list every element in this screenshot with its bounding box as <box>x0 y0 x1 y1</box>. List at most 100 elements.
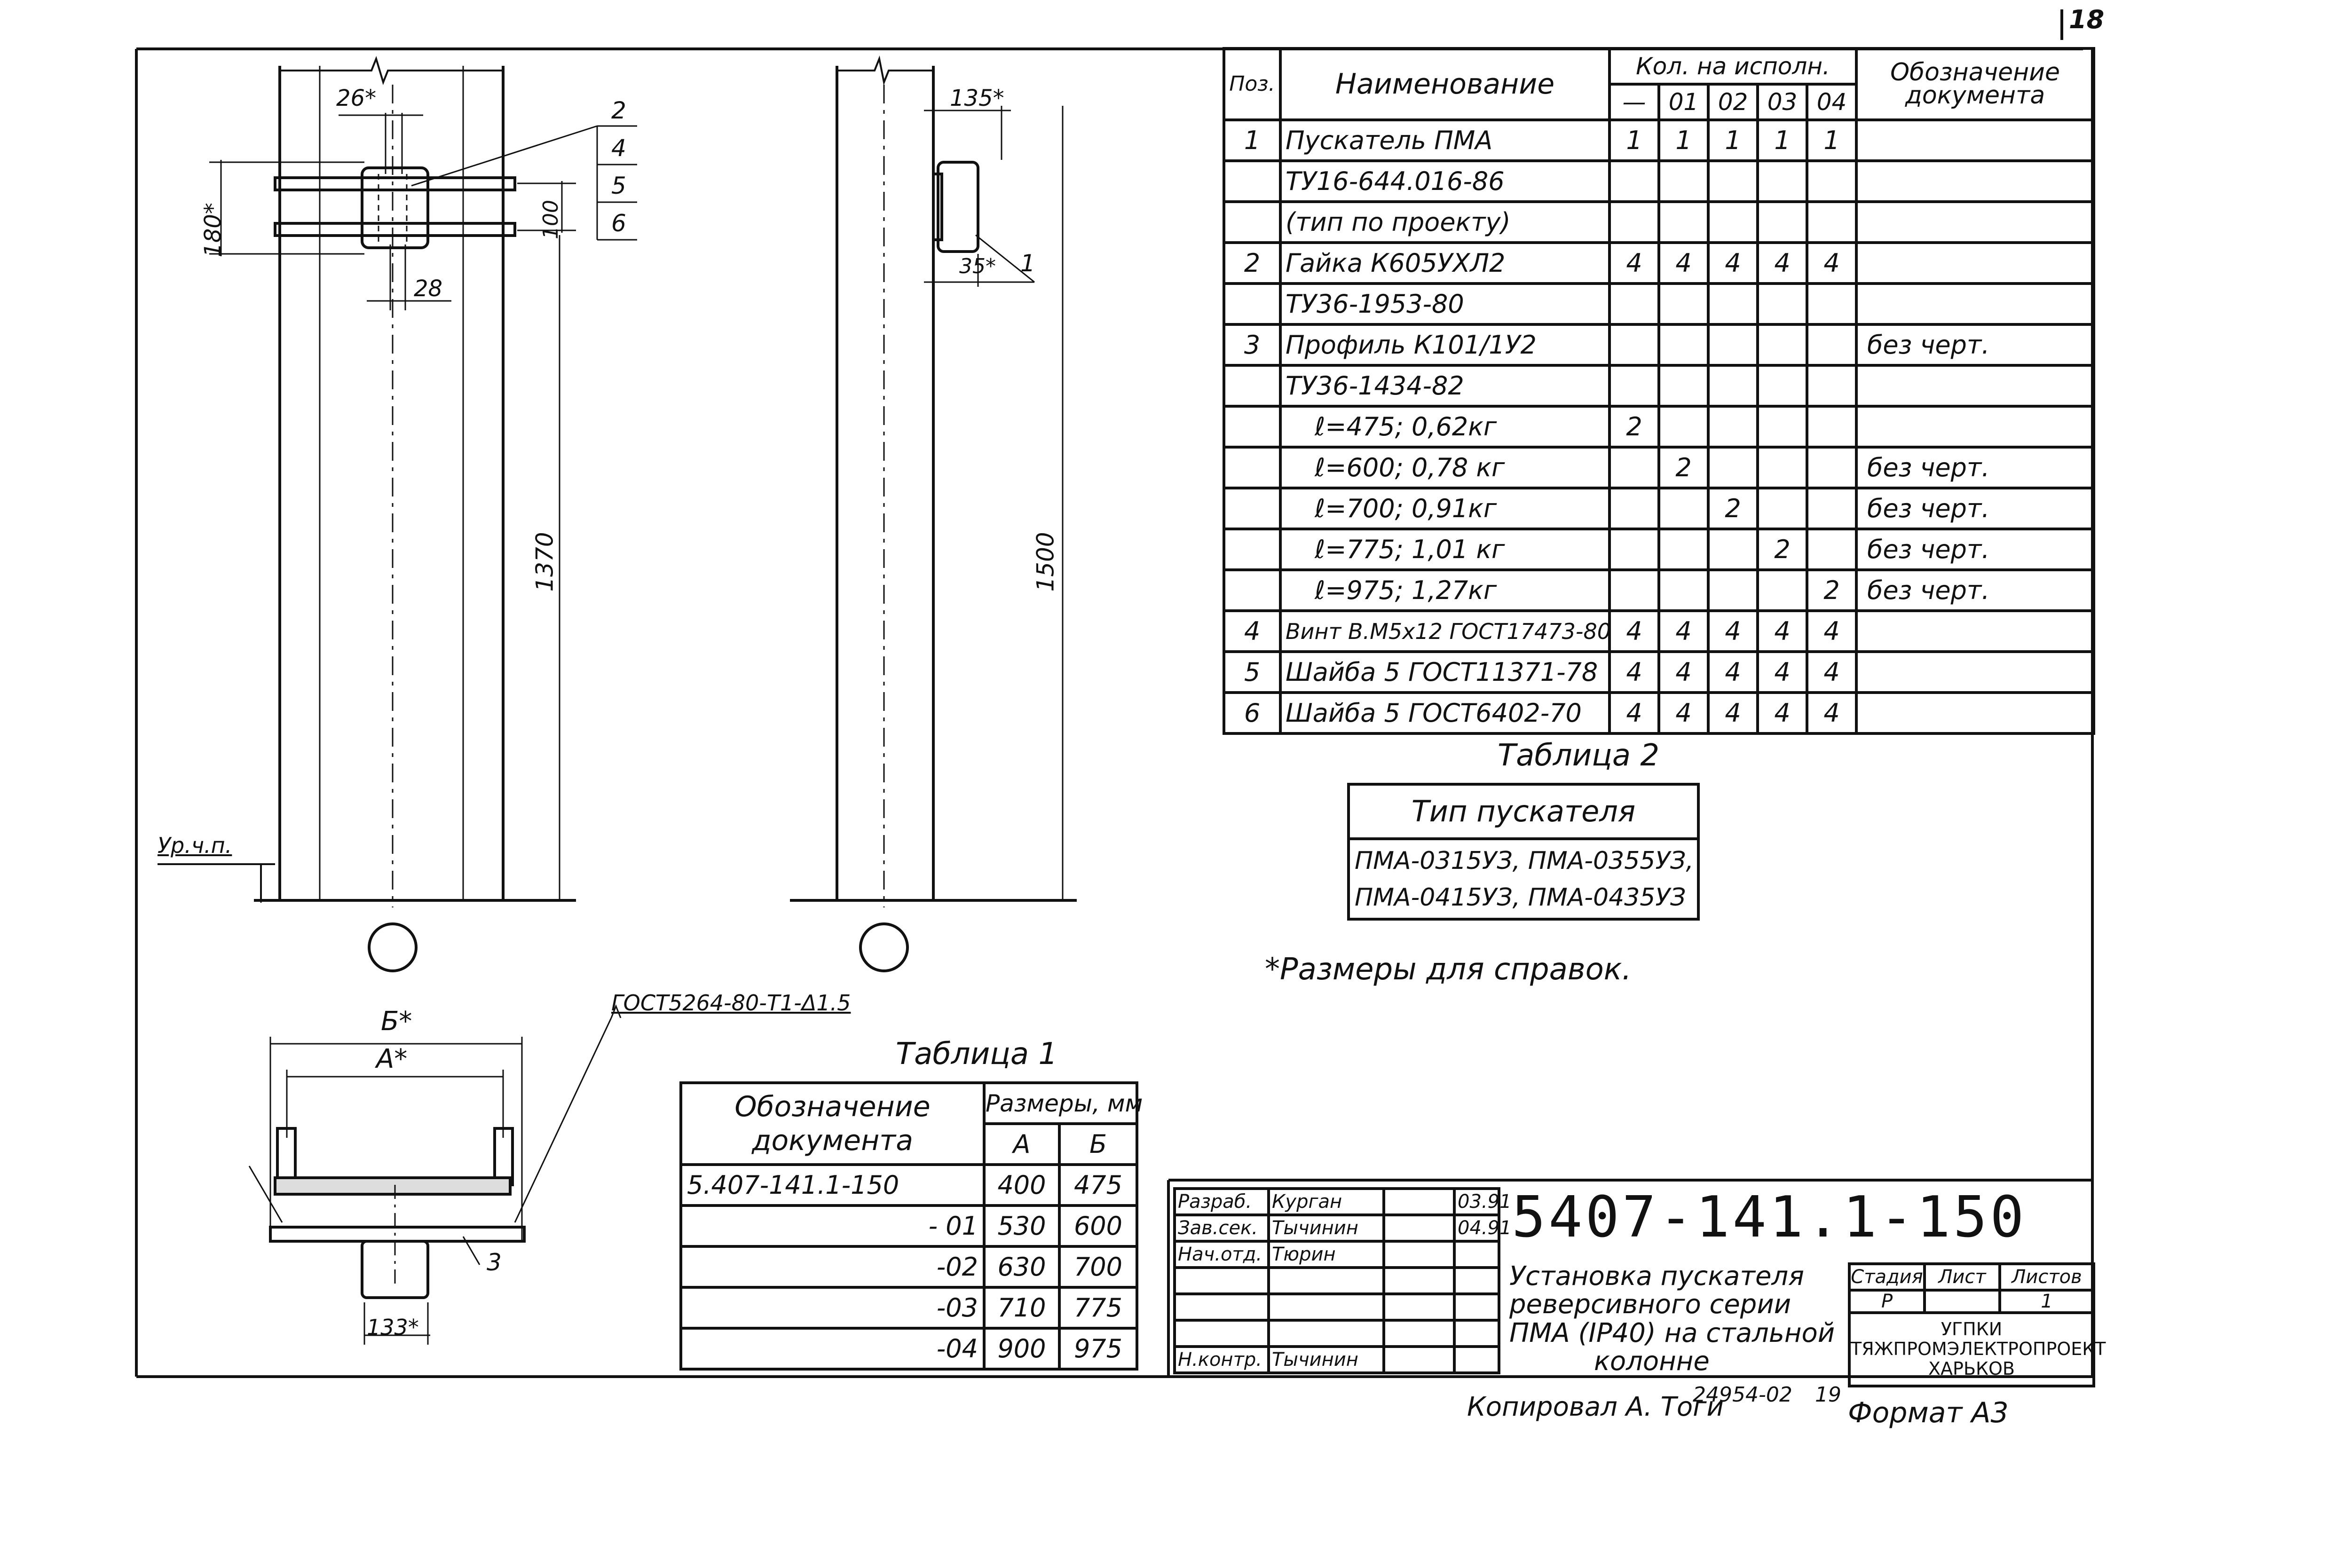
spec-cell-pos <box>1223 159 1282 203</box>
title-block-role <box>1173 1319 1270 1348</box>
table-row: ТУ16-644.016-86 <box>1223 159 2096 203</box>
spec-cell-name: (тип по проекту) <box>1279 200 1611 244</box>
spec-cell-qty: 1 <box>1756 118 1808 162</box>
title-block-name: Тычинин <box>1267 1213 1385 1243</box>
spec-cell-qty <box>1707 282 1759 326</box>
spec-cell-doc <box>1855 118 2096 162</box>
table1-header-sizes: Размеры, мм <box>983 1081 1143 1125</box>
table1-cell-b: 475 <box>1058 1163 1138 1207</box>
spec-cell-doc: без черт. <box>1855 568 2096 612</box>
spec-cell-qty <box>1756 323 1808 367</box>
title-block-sign <box>1382 1292 1456 1322</box>
dimension-100: 100 <box>538 200 563 239</box>
table-row: ТУ36-1434-82 <box>1223 364 2096 408</box>
spec-cell-pos <box>1223 487 1282 530</box>
table1-cell-doc: -03 <box>679 1286 986 1330</box>
title-block-role <box>1173 1266 1270 1295</box>
title-block-role: Н.контр. <box>1173 1345 1270 1374</box>
stage-label: Стадия <box>1848 1262 1926 1292</box>
weld-symbol: ГОСТ5264-80-Т1-Δ1.5 <box>611 990 851 1016</box>
paper-format: Формат А3 <box>1848 1396 2009 1429</box>
spec-cell-qty: 4 <box>1707 650 1759 694</box>
spec-cell-name: Винт В.М5х12 ГОСТ17473-80 <box>1279 609 1611 653</box>
title-block-sign <box>1382 1266 1456 1295</box>
title-block-date: 03.91 <box>1453 1187 1512 1216</box>
table1: Обозначение документа Размеры, мм А Б 5.… <box>679 1081 1143 1371</box>
spec-cell-qty <box>1805 323 1858 367</box>
spec-variant-header: 01 <box>1657 83 1710 121</box>
spec-cell-qty <box>1657 282 1710 326</box>
table1-header-doc: Обозначение документа <box>679 1081 986 1166</box>
spec-cell-qty <box>1608 282 1660 326</box>
sheets-value: 1 <box>1998 1289 2095 1314</box>
spec-cell-name: Шайба 5 ГОСТ6402-70 <box>1279 691 1611 735</box>
spec-cell-qty <box>1707 528 1759 571</box>
front-view-column <box>158 55 637 972</box>
callout-3: 3 <box>487 1249 502 1276</box>
spec-cell-qty: 2 <box>1756 528 1808 571</box>
title-block-sign <box>1382 1240 1456 1269</box>
dimension-135: 135* <box>950 85 1004 111</box>
section-view <box>248 1004 622 1345</box>
spec-cell-qty: 4 <box>1707 609 1759 653</box>
title-block-date <box>1453 1292 1500 1322</box>
spec-cell-qty <box>1805 364 1858 408</box>
spec-cell-qty: 4 <box>1805 609 1858 653</box>
spec-cell-qty <box>1608 159 1660 203</box>
spec-cell-qty <box>1756 200 1808 244</box>
spec-cell-qty: 4 <box>1657 691 1710 735</box>
table1-cell-a: 900 <box>983 1327 1061 1371</box>
spec-variant-header: 03 <box>1756 83 1808 121</box>
spec-variant-header: 02 <box>1707 83 1759 121</box>
spec-cell-qty: 4 <box>1756 650 1808 694</box>
dimension-180: 180* <box>199 203 226 257</box>
spec-cell-qty: 4 <box>1608 650 1660 694</box>
spec-cell-doc: без черт. <box>1855 528 2096 571</box>
title-block-name <box>1267 1319 1385 1348</box>
title-block-name <box>1267 1266 1385 1295</box>
drawing-title-line-1: Установка пускателя <box>1509 1261 1804 1292</box>
title-block-role: Нач.отд. <box>1173 1240 1270 1269</box>
stage-value: Р <box>1848 1289 1926 1314</box>
drawing-title-line-2: реверсивного серии <box>1509 1289 1791 1320</box>
spec-cell-pos <box>1223 200 1282 244</box>
dimension-b: Б* <box>381 1006 412 1037</box>
spec-cell-qty <box>1805 200 1858 244</box>
spec-cell-pos: 1 <box>1223 118 1282 162</box>
spec-cell-qty <box>1707 446 1759 489</box>
dimension-28: 28 <box>414 276 443 302</box>
spec-cell-qty <box>1608 364 1660 408</box>
spec-cell-qty: 4 <box>1805 650 1858 694</box>
title-block-date <box>1453 1240 1500 1269</box>
spec-cell-name: ℓ=775; 1,01 кг <box>1279 528 1611 571</box>
spec-cell-qty <box>1657 159 1710 203</box>
title-block-date: 04.91 <box>1453 1213 1512 1243</box>
spec-cell-doc <box>1855 241 2096 285</box>
spec-cell-doc: без черт. <box>1855 446 2096 489</box>
spec-cell-qty <box>1608 487 1660 530</box>
spec-cell-pos <box>1223 446 1282 489</box>
title-block-role <box>1173 1292 1270 1322</box>
spec-cell-qty <box>1805 159 1858 203</box>
spec-cell-qty <box>1805 405 1858 449</box>
spec-variant-header: — <box>1608 83 1660 121</box>
spec-header-pos: Поз. <box>1223 47 1282 121</box>
table1-cell-b: 600 <box>1058 1204 1138 1248</box>
title-block-sign <box>1382 1319 1456 1348</box>
spec-cell-qty: 4 <box>1707 241 1759 285</box>
title-block-sign <box>1382 1213 1456 1243</box>
spec-cell-qty: 4 <box>1608 691 1660 735</box>
table1-cell-a: 530 <box>983 1204 1061 1248</box>
specification-table: Поз. Наименование Кол. на исполн. Обозна… <box>1223 47 2096 735</box>
spec-cell-name: ℓ=700; 0,91кг <box>1279 487 1611 530</box>
spec-cell-pos: 5 <box>1223 650 1282 694</box>
table1-cell-doc: -02 <box>679 1245 986 1289</box>
spec-cell-doc <box>1855 282 2096 326</box>
